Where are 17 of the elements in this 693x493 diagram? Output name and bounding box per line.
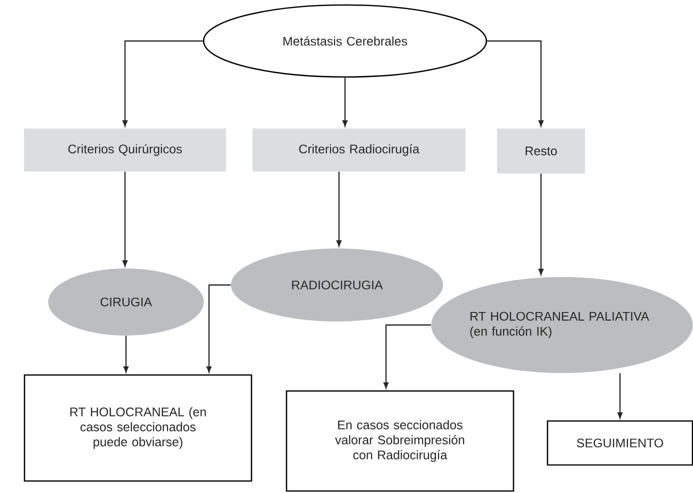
arrow [336,172,342,246]
process-box: SEGUIMIENTO [546,420,693,466]
arrow [122,172,128,266]
arrow [122,40,203,126]
criteria-box: Criterios Radiocirugía [252,128,466,172]
process-box: En casos seccionados valorar Sobreimpresión con Radiocirugía [286,390,514,492]
oval-node: Metástasis Cerebrales [202,4,488,78]
arrow [487,40,544,126]
arrow [383,324,431,388]
arrow [342,78,348,126]
arrow [617,373,623,418]
arrow [123,336,129,372]
process-box: RT HOLOCRANEAL (en casos seleccionados puede obviarse) [24,374,252,482]
criteria-box: Resto [497,128,585,174]
arrow [538,174,544,275]
arrow [206,284,231,372]
criteria-box: Criterios Quirúrgicos [24,128,226,172]
